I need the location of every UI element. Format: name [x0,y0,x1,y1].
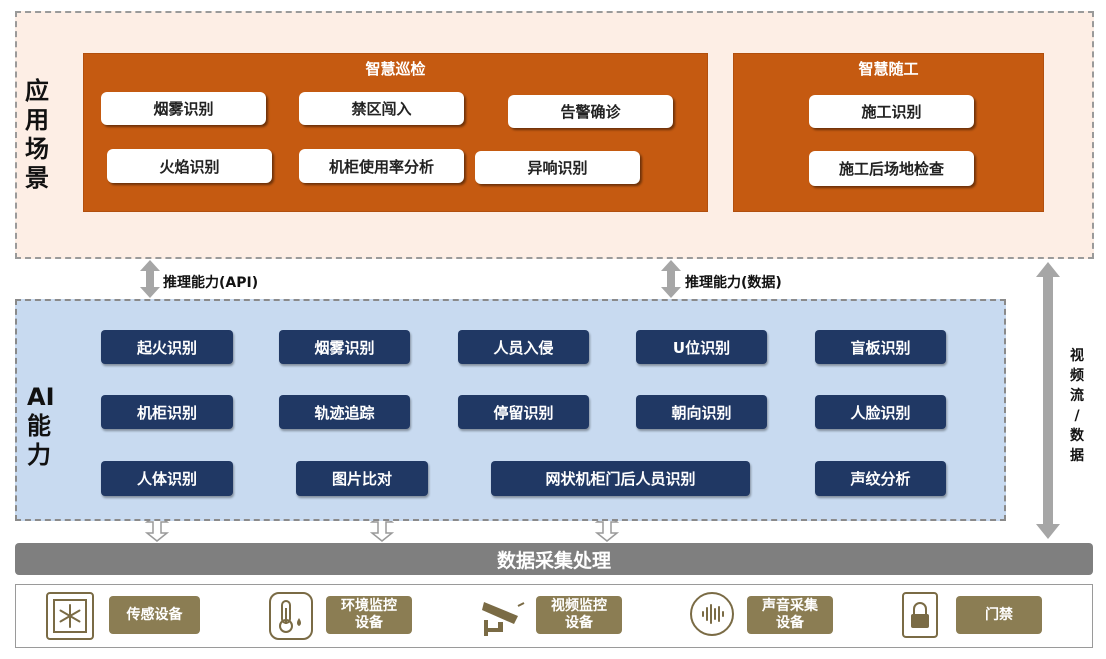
ai-item-mesh-cabinet-person: 网状机柜门后人员识别 [491,461,750,496]
smart-inspection-title: 智慧巡检 [365,60,426,78]
ai-item-u-position: U位识别 [636,330,767,364]
smart-inspection-panel [83,53,708,212]
device-environment: 环境监控 设备 [326,596,412,634]
ai-item-loiter: 停留识别 [458,395,589,429]
ai-item-fire: 起火识别 [101,330,233,364]
ai-layer-title: AI能力 [27,383,55,469]
ai-item-voiceprint: 声纹分析 [815,461,946,496]
ai-item-body: 人体识别 [101,461,233,496]
inspection-item-smoke: 烟雾识别 [101,92,266,125]
ai-item-cabinet: 机柜识别 [101,395,233,429]
ai-item-blanking-panel: 盲板识别 [815,330,946,364]
inspection-item-abnormal-sound: 异响识别 [475,151,640,184]
application-layer-title: 应用场景 [25,77,49,192]
ai-item-track: 轨迹追踪 [279,395,410,429]
ai-item-intrusion: 人员入侵 [458,330,589,364]
device-video: 视频监控 设备 [536,596,622,634]
video-stream-char: 数 [1070,428,1084,444]
ai-item-image-compare: 图片比对 [296,461,428,496]
device-access-control: 门禁 [956,596,1042,634]
device-sensor: 传感设备 [109,596,200,634]
smart-construction-title: 智慧随工 [858,60,919,78]
snowflake-sensor-icon [46,592,94,640]
inspection-item-alarm-confirm: 告警确诊 [508,95,673,128]
ai-item-orientation: 朝向识别 [636,395,767,429]
api-double-arrow [140,260,160,298]
thermometer-icon [269,592,313,640]
video-stream-char: 视 [1070,348,1084,364]
ai-item-smoke: 烟雾识别 [279,330,410,364]
data-connector-label: 推理能力(数据) [685,275,782,291]
video-stream-label: 视 频 流 / 数 据 [1066,346,1088,466]
video-stream-char: 据 [1070,448,1084,464]
api-connector-label: 推理能力(API) [163,275,259,291]
sound-wave-icon [690,592,734,636]
ai-item-face: 人脸识别 [815,395,946,429]
padlock-icon [902,592,938,638]
inspection-item-flame: 火焰识别 [107,149,272,183]
video-stream-double-arrow [1036,262,1060,539]
construction-item-site-check: 施工后场地检查 [809,151,974,186]
video-stream-char: 流 [1070,388,1084,404]
inspection-item-restricted-zone: 禁区闯入 [299,92,464,125]
data-double-arrow [661,260,681,298]
data-collection-bar: 数据采集处理 [15,543,1093,575]
smart-construction-panel [733,53,1044,212]
construction-item-recognition: 施工识别 [809,95,974,128]
cctv-camera-icon [478,592,526,638]
video-stream-char: / [1074,408,1080,424]
device-sound: 声音采集 设备 [747,596,833,634]
inspection-item-cabinet-usage: 机柜使用率分析 [299,149,464,183]
video-stream-char: 频 [1070,368,1084,384]
